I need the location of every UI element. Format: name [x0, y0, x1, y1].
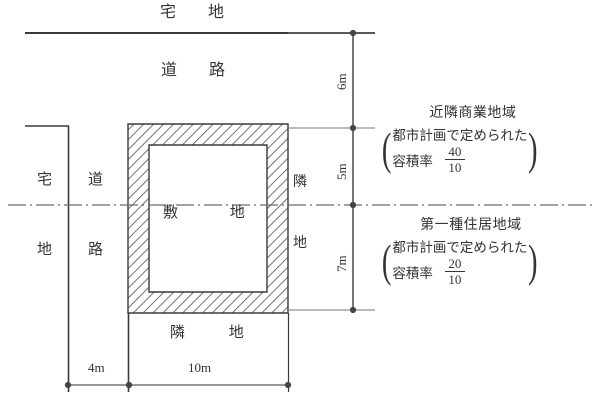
- dimension-label-10m: 10m: [188, 360, 212, 375]
- right-paren-icon: ): [528, 122, 538, 174]
- label-adjacent-land-right-char2: 地: [293, 236, 308, 251]
- zone-title-category1-residential: 第一種住居地域: [420, 218, 522, 233]
- dimension-tick-bottom: [349, 306, 357, 314]
- ratio-denominator: 10: [448, 160, 462, 176]
- ratio-numerator: 20: [448, 256, 462, 271]
- label-adjacent-land-bottom: 隣 地: [170, 325, 264, 341]
- fraction-bar: [444, 159, 465, 161]
- dimension-label-5m: 5m: [334, 163, 349, 180]
- zone-note-line2: 容積率 40 10: [392, 145, 527, 175]
- zone-parenthetical-group: ( 都市計画で定められた 容積率 40 10 ): [376, 122, 544, 175]
- dimension-tick-right: [284, 381, 292, 389]
- label-road-top: 道 路: [161, 62, 240, 79]
- label-road-left-char2: 路: [88, 242, 104, 258]
- dimension-label-7m: 7m: [334, 255, 349, 272]
- zone-title-neighbourhood-commercial: 近隣商業地域: [429, 106, 517, 121]
- dimension-tick-4m-10m: [125, 381, 133, 389]
- label-adjacent-land-right-char1: 隣: [293, 175, 308, 190]
- dimension-tick-left: [64, 381, 72, 389]
- label-road-left-char1: 道: [88, 172, 104, 188]
- ratio-numerator: 40: [448, 144, 462, 159]
- label-residential-land-left-char2: 地: [37, 242, 53, 258]
- floor-area-ratio-fraction: 40 10: [444, 144, 465, 176]
- dimension-tick-top: [349, 29, 357, 37]
- zone-note-floor-area-ratio-label: 容積率: [392, 265, 433, 281]
- zone-note-line2: 容積率 20 10: [392, 257, 527, 287]
- left-paren-icon: (: [381, 122, 392, 174]
- dimension-label-4m: 4m: [88, 360, 105, 375]
- zone-note-line1: 都市計画で定められた: [392, 128, 528, 143]
- label-residential-land-left-char1: 宅: [37, 172, 53, 188]
- zone-note-body: 都市計画で定められた 容積率 40 10: [391, 124, 528, 175]
- zone-note-line1: 都市計画で定められた: [392, 240, 528, 255]
- zone-annotation-category1-residential: 第一種住居地域 ( 都市計画で定められた 容積率 20 10 ): [376, 214, 544, 287]
- dimension-tick-6m-5m: [349, 124, 357, 132]
- zone-parenthetical-group: ( 都市計画で定められた 容積率 20 10 ): [376, 234, 544, 287]
- zone-note-floor-area-ratio-label: 容積率: [392, 153, 433, 169]
- label-site-area: 敷 地: [163, 205, 269, 221]
- zone-note-body: 都市計画で定められた 容積率 20 10: [391, 236, 528, 287]
- ratio-denominator: 10: [448, 272, 462, 288]
- dimension-tick-5m-7m: [349, 201, 357, 209]
- left-paren-icon: (: [381, 234, 392, 286]
- zone-annotation-neighbourhood-commercial: 近隣商業地域 ( 都市計画で定められた 容積率 40 10 ): [376, 102, 544, 175]
- label-residential-land-top: 宅 地: [160, 4, 239, 21]
- fraction-bar: [444, 271, 465, 273]
- dimension-label-6m: 6m: [334, 73, 349, 90]
- floor-area-ratio-fraction: 20 10: [444, 256, 465, 288]
- right-paren-icon: ): [528, 234, 538, 286]
